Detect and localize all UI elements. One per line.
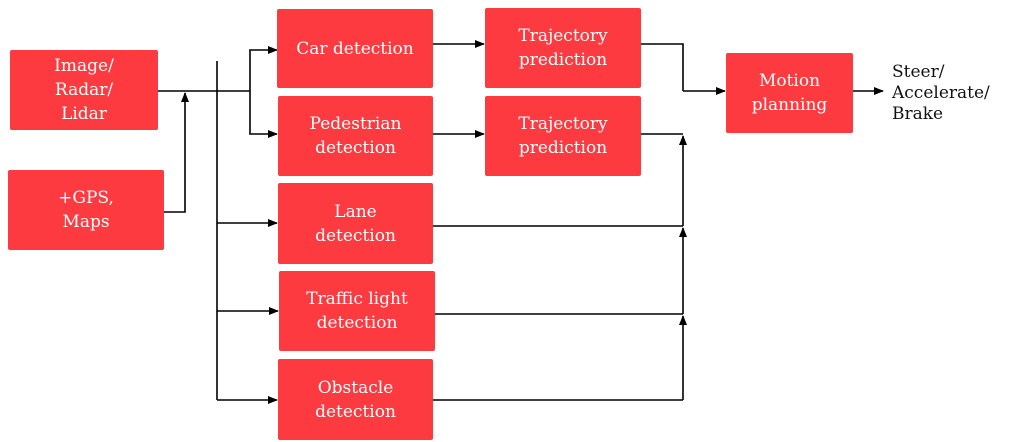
wire-branch-car xyxy=(249,46,278,91)
wire-gps-up xyxy=(164,92,189,213)
wire-branch-ped xyxy=(249,91,278,138)
node-traffic-light-detection: Traffic light detection xyxy=(279,271,435,351)
node-car-trajectory: Trajectory prediction xyxy=(485,8,641,88)
wire-traj1-out xyxy=(641,43,684,91)
node-lane-detection: Lane detection xyxy=(278,183,433,264)
node-gps-maps: +GPS, Maps xyxy=(8,170,164,250)
node-car-detection: Car detection xyxy=(277,9,433,88)
node-pedestrian-trajectory: Trajectory prediction xyxy=(485,96,641,176)
node-pedestrian-detection: Pedestrian detection xyxy=(278,96,433,176)
output-label: Steer/ Accelerate/ Brake xyxy=(892,62,990,124)
node-sensors: Image/ Radar/ Lidar xyxy=(10,50,158,130)
node-obstacle-detection: Obstacle detection xyxy=(278,359,433,440)
node-motion-planning: Motion planning xyxy=(726,53,853,133)
